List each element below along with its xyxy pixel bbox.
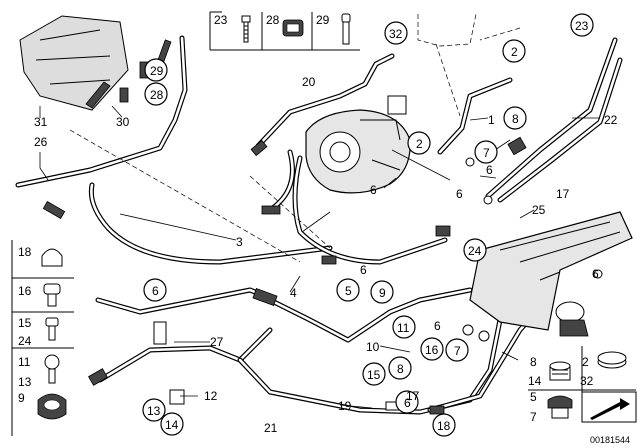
top-legend-box: 23 28 29 xyxy=(209,11,360,51)
reservoir-outline xyxy=(417,13,477,47)
legend-28-label: 28 xyxy=(266,13,280,27)
callout-2-top: 2 xyxy=(511,45,518,59)
bolt-icon xyxy=(44,354,60,384)
callout-9: 9 xyxy=(379,286,386,300)
label-27: 27 xyxy=(210,335,224,349)
callout-7-low: 7 xyxy=(454,344,461,358)
callout-5: 5 xyxy=(345,284,352,298)
callout-8-low: 8 xyxy=(397,362,404,376)
label-31: 31 xyxy=(34,115,48,129)
label-6-mid: 6 xyxy=(456,187,463,201)
legend-2-label: 2 xyxy=(582,355,589,369)
legend-14-label: 14 xyxy=(528,374,542,388)
callout-28: 28 xyxy=(150,88,164,102)
hose-clamp-icon xyxy=(597,351,627,369)
callout-13: 13 xyxy=(147,404,161,418)
callout-6-bottom: 6 xyxy=(404,396,411,410)
label-30: 30 xyxy=(116,115,130,129)
power-steering-pump xyxy=(305,95,411,194)
label-22: 22 xyxy=(604,113,618,127)
reservoir-bracket xyxy=(19,15,129,111)
label-17-top: 17 xyxy=(556,187,570,201)
legend-7-label: 7 xyxy=(530,410,537,424)
bolt-icon xyxy=(341,13,351,45)
label-20: 20 xyxy=(302,75,316,89)
label-6-right: 6 xyxy=(486,163,493,177)
legend-15-label: 15 xyxy=(18,316,32,330)
legend-8-label: 8 xyxy=(530,355,537,369)
callout-29: 29 xyxy=(150,64,164,78)
screw-icon xyxy=(241,15,251,43)
clip-icon xyxy=(41,248,63,267)
label-6-gear: 6 xyxy=(592,267,599,281)
grommet-icon xyxy=(282,19,304,37)
left-legend-column: 18 16 15 24 11 13 9 xyxy=(11,240,74,436)
callout-2-mid: 2 xyxy=(416,137,423,151)
callout-11: 11 xyxy=(397,321,410,335)
screw-icon xyxy=(45,317,59,341)
callout-23: 23 xyxy=(575,19,589,33)
legend-29-label: 29 xyxy=(316,13,330,27)
part-labels: 29 28 32 2 2 8 7 23 6 5 9 24 11 8 16 7 1… xyxy=(34,19,618,435)
legend-13-label: 13 xyxy=(18,375,32,389)
label-25: 25 xyxy=(532,203,546,217)
leader-lines xyxy=(39,27,600,409)
label-6-lower: 6 xyxy=(434,319,441,333)
label-12: 12 xyxy=(204,389,218,403)
label-21: 21 xyxy=(264,421,278,435)
legend-5-label: 5 xyxy=(530,390,537,404)
label-4: 4 xyxy=(290,286,297,300)
label-3: 3 xyxy=(236,235,243,249)
steering-gear xyxy=(469,211,633,337)
label-10: 10 xyxy=(366,340,380,354)
right-legend-block: 8 14 2 32 5 7 xyxy=(528,346,637,424)
legend-11-label: 11 xyxy=(18,355,31,369)
legend-32-label: 32 xyxy=(580,374,594,388)
cap-icon xyxy=(549,361,571,381)
document-id: 00181544 xyxy=(590,435,630,445)
callout-circles xyxy=(142,13,594,437)
label-17-bottom: 17 xyxy=(406,389,420,403)
callout-8-top: 8 xyxy=(512,112,519,126)
callout-16: 16 xyxy=(425,343,439,357)
callout-14: 14 xyxy=(165,418,179,432)
clamp-icon xyxy=(37,393,67,420)
plug-icon xyxy=(547,395,573,419)
legend-23-label: 23 xyxy=(214,13,228,27)
callout-15: 15 xyxy=(367,368,381,382)
label-19: 19 xyxy=(338,399,352,413)
callout-7-top: 7 xyxy=(483,146,490,160)
legend-24-label: 24 xyxy=(18,334,32,348)
legend-16-label: 16 xyxy=(18,284,32,298)
direction-arrow-icon xyxy=(581,391,637,423)
callout-18: 18 xyxy=(437,419,451,433)
label-26: 26 xyxy=(34,135,48,149)
label-6-centre: 6 xyxy=(360,263,367,277)
callout-6-left: 6 xyxy=(152,284,159,298)
callout-32: 32 xyxy=(389,27,403,41)
label-6-pump: 6 xyxy=(370,183,377,197)
fittings xyxy=(42,39,603,415)
bolt-icon xyxy=(43,283,61,307)
label-1: 1 xyxy=(488,113,495,127)
legend-9-label: 9 xyxy=(18,391,25,405)
pipes xyxy=(15,35,623,415)
legend-18-label: 18 xyxy=(18,245,32,259)
callout-24: 24 xyxy=(468,244,482,258)
